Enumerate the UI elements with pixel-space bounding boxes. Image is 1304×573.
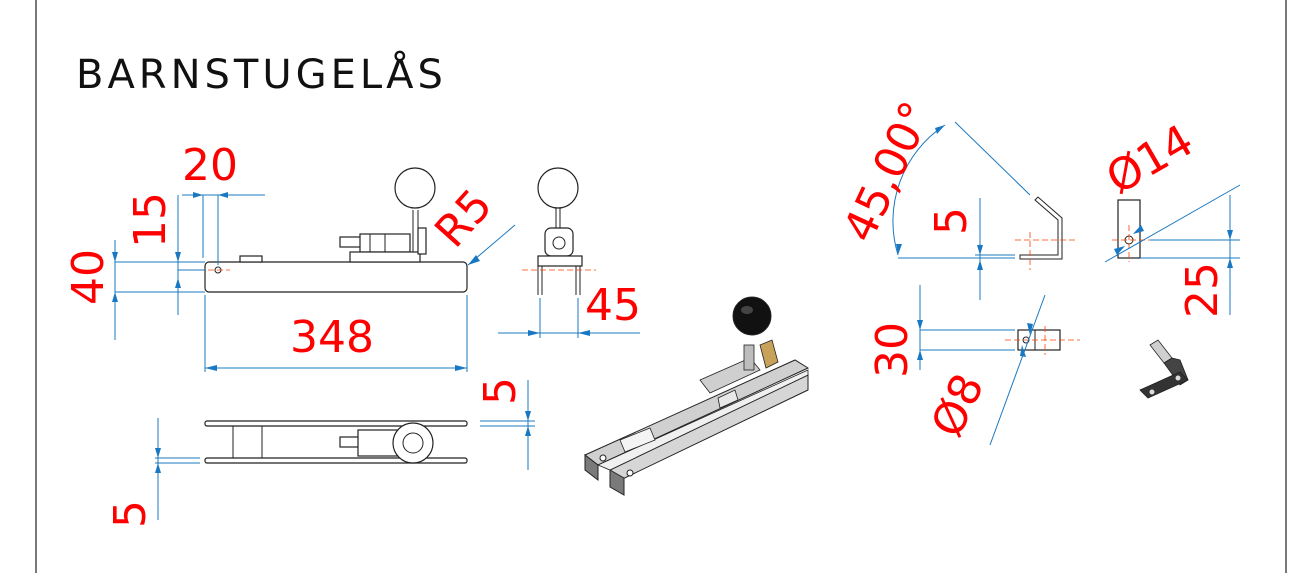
- top-view-dimensions: 5 5: [105, 377, 535, 528]
- dim-dia14: Ø14: [1098, 115, 1202, 204]
- bracket-front-dimensions: 45,00° 5: [834, 94, 1031, 300]
- dim-30: 30: [867, 322, 918, 378]
- top-view: [204, 420, 468, 464]
- dim-5-bottom: 5: [105, 500, 156, 528]
- drawing-title: BARNSTUGELÅS: [76, 50, 447, 98]
- dim-40: 40: [63, 249, 114, 305]
- sheet-border: [35, 0, 1287, 573]
- front-view-dimensions: 20 15 40 R5 348: [63, 140, 516, 372]
- dim-dia8: Ø8: [922, 366, 995, 444]
- dim-20: 20: [182, 140, 238, 191]
- isometric-view: [584, 296, 810, 496]
- bracket-front-view: [1015, 196, 1078, 270]
- dim-45: 45: [585, 280, 641, 331]
- bracket-top-dimensions: 30 Ø8: [867, 285, 1046, 446]
- dim-348: 348: [290, 312, 374, 363]
- dim-5-top-view: 5: [475, 377, 526, 405]
- dim-5-bracket: 5: [926, 207, 977, 235]
- dim-15: 15: [125, 192, 176, 248]
- dim-25: 25: [1177, 262, 1228, 318]
- side-view: [522, 167, 596, 295]
- bracket-isometric: [1139, 339, 1189, 399]
- bracket-top-view: [1005, 326, 1080, 355]
- front-view: [204, 167, 468, 293]
- side-view-dimensions: 45: [498, 280, 641, 338]
